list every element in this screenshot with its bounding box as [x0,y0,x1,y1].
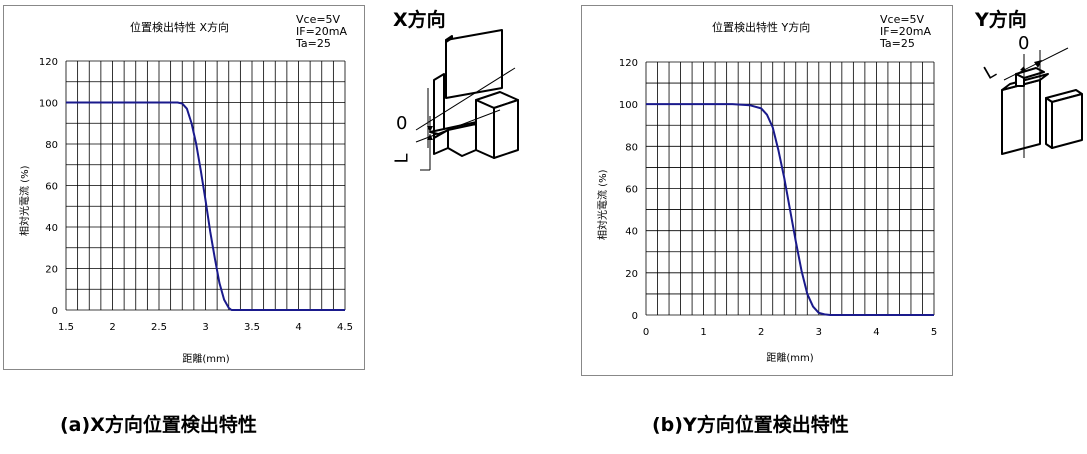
x-tick-label: 4 [295,322,301,333]
chart-x-plot: 0 20 40 60 80 100 120 1.5 2 2.5 3 3.5 4 4.5 [39,57,353,333]
y-tick-label: 80 [625,142,638,153]
y-tick-label: 0 [632,311,638,322]
x-tick-label: 1 [700,327,706,338]
x-schematic-l-label: L [391,153,413,164]
y-tick-label: 120 [619,58,638,69]
y-tick-label: 100 [39,99,58,110]
y-tick-label: 60 [45,182,58,193]
condition-ta: Ta=25 [296,37,331,50]
x-tick-label: 2.5 [151,322,167,333]
series-line [66,101,345,311]
y-schematic-zero-label: 0 [1018,33,1030,54]
chart-x-xlabel: 距離(mm) [182,354,230,365]
condition-vce: Vce=5V [880,13,925,26]
caption-y: (b)Y方向位置検出特性 [652,414,849,436]
x-tick-label: 2 [758,327,764,338]
condition-if: IF=20mA [880,25,932,38]
chart-y-conditions: Vce=5V IF=20mA Ta=25 [880,14,931,50]
y-tick-label: 40 [45,223,58,234]
y-tick-label: 80 [45,140,58,151]
chart-x-panel: 位置検出特性 X方向 Vce=5V IF=20mA Ta=25 相対光電流 (%… [3,5,365,370]
caption-x: (a)X方向位置検出特性 [60,414,257,436]
x-direction-schematic-icon [415,29,519,171]
y-tick-label: 120 [39,57,58,68]
x-schematic-zero-label: 0 [396,113,408,134]
x-tick-label: 5 [931,327,937,338]
x-tick-label: 1.5 [58,322,74,333]
x-tick-label: 2 [109,322,115,333]
y-tick-label: 60 [625,185,638,196]
y-direction-label: Y方向 [975,9,1027,31]
x-tick-label: 3 [816,327,822,338]
series-line [646,103,934,316]
chart-y-xlabel: 距離(mm) [766,353,814,364]
y-tick-label: 20 [45,265,58,276]
x-tick-label: 4 [873,327,879,338]
chart-y-panel: 位置検出特性 Y方向 Vce=5V IF=20mA Ta=25 相対光電流 (%… [581,5,953,376]
condition-vce: Vce=5V [296,13,341,26]
x-tick-label: 3.5 [244,322,260,333]
y-tick-label: 20 [625,269,638,280]
x-direction-label: X方向 [393,9,446,31]
x-tick-label: 0 [643,327,649,338]
y-tick-label: 40 [625,227,638,238]
y-tick-label: 100 [619,100,638,111]
condition-if: IF=20mA [296,25,348,38]
y-tick-label: 0 [52,306,58,317]
chart-x-conditions: Vce=5V IF=20mA Ta=25 [296,14,347,50]
chart-x-title: 位置検出特性 X方向 [130,21,230,34]
x-tick-label: 3 [202,322,208,333]
chart-y-title: 位置検出特性 Y方向 [712,21,811,34]
x-tick-label: 4.5 [337,322,353,333]
chart-y-plot: 0 20 40 60 80 100 120 0 1 2 3 4 5 [619,58,937,338]
y-direction-schematic-icon [1001,47,1083,158]
condition-ta: Ta=25 [880,37,915,50]
